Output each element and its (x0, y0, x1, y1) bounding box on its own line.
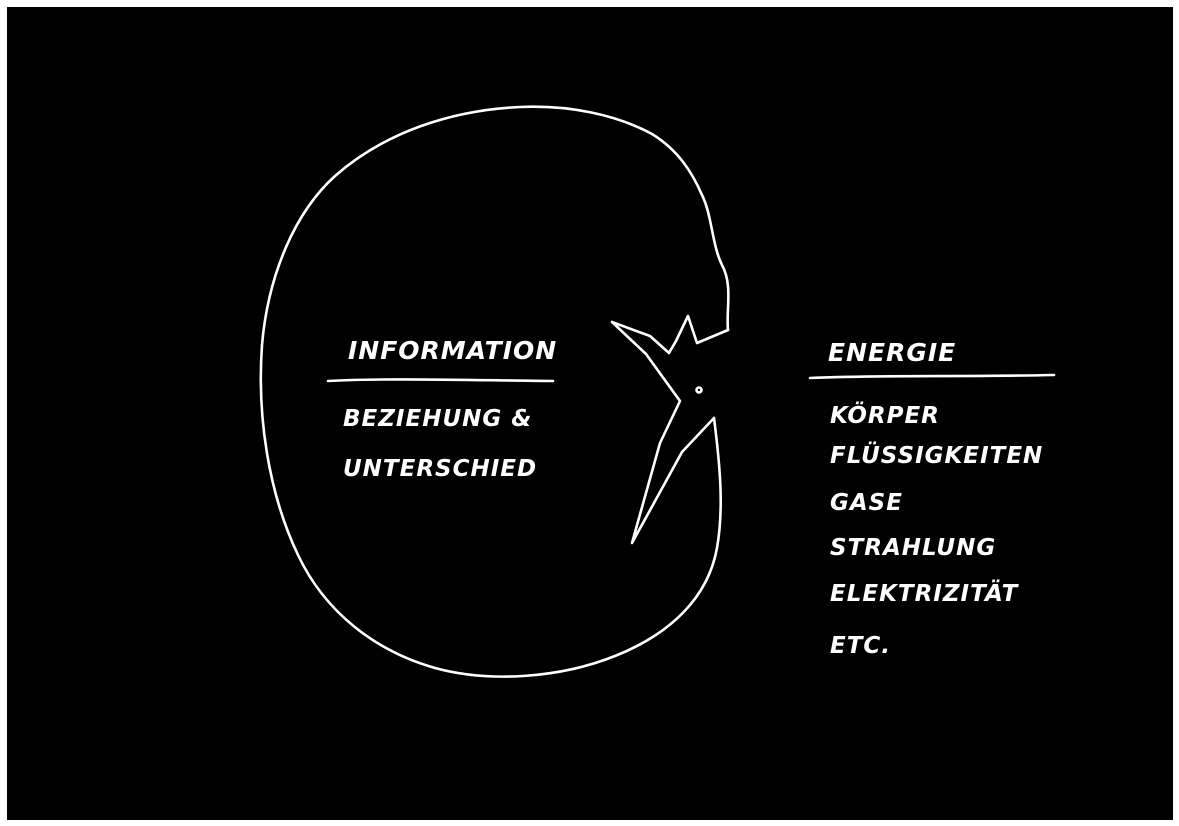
human-figure-icon (610, 314, 730, 545)
energie-item-6: ETC. (830, 633, 892, 659)
information-line-1: BEZIEHUNG & (343, 406, 533, 432)
information-line-2: UNTERSCHIED (343, 456, 538, 482)
figure-head-dot-icon (695, 386, 703, 394)
energie-item-5: ELEKTRIZITÄT (830, 581, 1019, 607)
energie-underline (808, 373, 1056, 380)
information-underline (326, 378, 555, 383)
energie-item-2: FLÜSSIGKEITEN (830, 443, 1044, 469)
energie-item-1: KÖRPER (830, 403, 940, 429)
energie-item-3: GASE (830, 490, 903, 516)
energie-item-4: STRAHLUNG (830, 535, 997, 561)
blackboard (7, 7, 1173, 820)
energie-heading: ENERGIE (828, 338, 957, 367)
loop-outline-icon (259, 105, 730, 678)
information-heading: INFORMATION (348, 336, 558, 365)
